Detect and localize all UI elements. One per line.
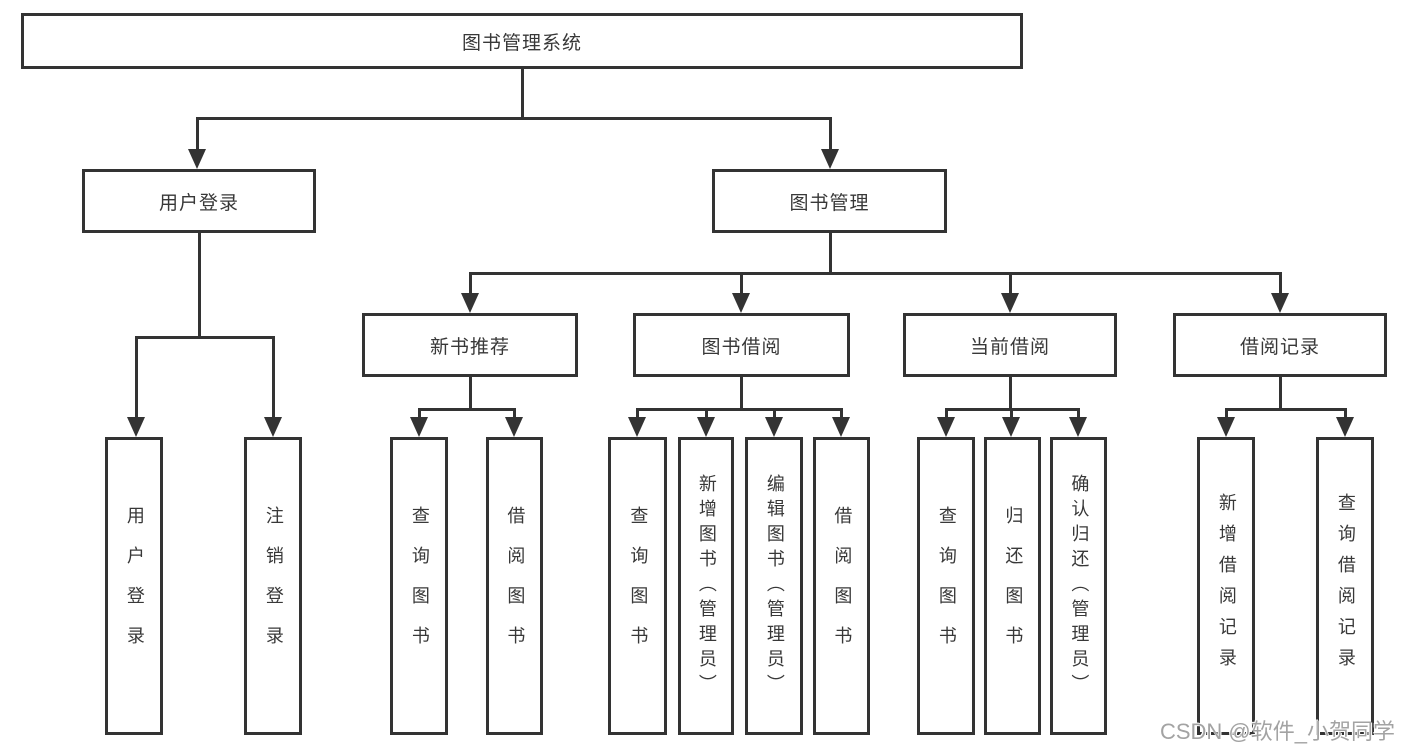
node-label: 图书借阅 xyxy=(701,336,782,358)
node-label: 查询图书 xyxy=(628,506,649,666)
connector-line xyxy=(134,336,138,417)
connector-line xyxy=(468,272,1282,275)
leaf-borrow-books-2: 借阅图书 xyxy=(813,437,870,735)
arrow-down-icon xyxy=(505,417,523,437)
connector-line xyxy=(271,336,275,417)
connector-line xyxy=(1278,377,1282,411)
arrow-down-icon xyxy=(821,149,839,169)
leaf-query-books-3: 查询图书 xyxy=(917,437,975,735)
arrow-down-icon xyxy=(765,417,783,437)
node-label: 借阅图书 xyxy=(505,506,526,666)
node-new-book-recommend: 新书推荐 xyxy=(362,313,578,377)
connector-line xyxy=(1278,272,1282,293)
leaf-add-borrow-record: 新增借阅记录 xyxy=(1197,437,1255,735)
node-borrow-records: 借阅记录 xyxy=(1173,313,1387,377)
arrow-down-icon xyxy=(937,417,955,437)
leaf-confirm-return-admin: 确认归还（管理员） xyxy=(1050,437,1107,735)
node-label: 新增图书（管理员） xyxy=(696,473,717,699)
node-label: 借阅记录 xyxy=(1239,336,1320,358)
leaf-return-books: 归还图书 xyxy=(984,437,1041,735)
connector-line xyxy=(772,408,776,417)
arrow-down-icon xyxy=(832,417,850,437)
connector-line xyxy=(1008,377,1012,411)
node-label: 图书管理 xyxy=(789,192,870,214)
node-label: 新书推荐 xyxy=(429,336,510,358)
leaf-query-books-1: 查询图书 xyxy=(390,437,448,735)
connector-line xyxy=(1076,408,1080,417)
node-label: 查询图书 xyxy=(409,506,430,666)
arrow-down-icon xyxy=(1336,417,1354,437)
arrow-down-icon xyxy=(628,417,646,437)
connector-line xyxy=(704,408,708,417)
arrow-down-icon xyxy=(188,149,206,169)
node-label: 确认归还（管理员） xyxy=(1069,473,1090,699)
node-label: 当前借阅 xyxy=(969,336,1050,358)
arrow-down-icon xyxy=(461,293,479,313)
arrow-down-icon xyxy=(264,417,282,437)
leaf-logout: 注销登录 xyxy=(244,437,302,735)
connector-line xyxy=(739,272,743,293)
connector-line xyxy=(839,408,843,417)
connector-line xyxy=(520,69,524,120)
node-label: 图书管理系统 xyxy=(461,32,582,54)
watermark: CSDN @软件_小贺同学 xyxy=(1159,719,1395,744)
connector-line xyxy=(1224,408,1347,411)
node-label: 编辑图书（管理员） xyxy=(764,473,785,699)
connector-line xyxy=(1008,272,1012,293)
arrow-down-icon xyxy=(1002,417,1020,437)
connector-line xyxy=(635,408,843,411)
leaf-borrow-books-1: 借阅图书 xyxy=(486,437,543,735)
arrow-down-icon xyxy=(127,417,145,437)
connector-line xyxy=(134,336,275,339)
connector-line xyxy=(1343,408,1347,417)
arrow-down-icon xyxy=(1217,417,1235,437)
connector-line xyxy=(417,408,516,411)
node-label: 借阅图书 xyxy=(832,506,853,666)
leaf-add-books-admin: 新增图书（管理员） xyxy=(678,437,734,735)
node-label: 查询图书 xyxy=(936,506,957,666)
connector-line xyxy=(635,408,639,417)
leaf-query-books-2: 查询图书 xyxy=(608,437,667,735)
connector-line xyxy=(739,377,743,411)
node-label: 归还图书 xyxy=(1003,506,1024,666)
leaf-edit-books-admin: 编辑图书（管理员） xyxy=(745,437,803,735)
node-label: 注销登录 xyxy=(263,506,284,666)
arrow-down-icon xyxy=(1001,293,1019,313)
node-label: 用户登录 xyxy=(124,506,145,666)
connector-line xyxy=(1224,408,1228,417)
connector-line xyxy=(468,272,472,293)
connector-line xyxy=(197,233,201,339)
node-library-system: 图书管理系统 xyxy=(21,13,1023,69)
node-book-management: 图书管理 xyxy=(712,169,947,233)
arrow-down-icon xyxy=(1069,417,1087,437)
connector-line xyxy=(828,117,832,149)
node-label: 查询借阅记录 xyxy=(1335,493,1356,679)
connector-line xyxy=(944,408,948,417)
node-label: 用户登录 xyxy=(158,192,239,214)
connector-line xyxy=(828,233,832,275)
connector-line xyxy=(195,117,832,120)
connector-line xyxy=(195,117,199,149)
node-current-borrow: 当前借阅 xyxy=(903,313,1117,377)
connector-line xyxy=(417,408,421,417)
arrow-down-icon xyxy=(1271,293,1289,313)
arrow-down-icon xyxy=(732,293,750,313)
connector-line xyxy=(1009,408,1013,417)
leaf-query-borrow-record: 查询借阅记录 xyxy=(1316,437,1374,735)
leaf-user-login: 用户登录 xyxy=(105,437,163,735)
node-label: 新增借阅记录 xyxy=(1216,493,1237,679)
arrow-down-icon xyxy=(410,417,428,437)
arrow-down-icon xyxy=(697,417,715,437)
connector-line xyxy=(468,377,472,411)
connector-line xyxy=(512,408,516,417)
node-book-borrow: 图书借阅 xyxy=(633,313,850,377)
node-user-login: 用户登录 xyxy=(82,169,316,233)
